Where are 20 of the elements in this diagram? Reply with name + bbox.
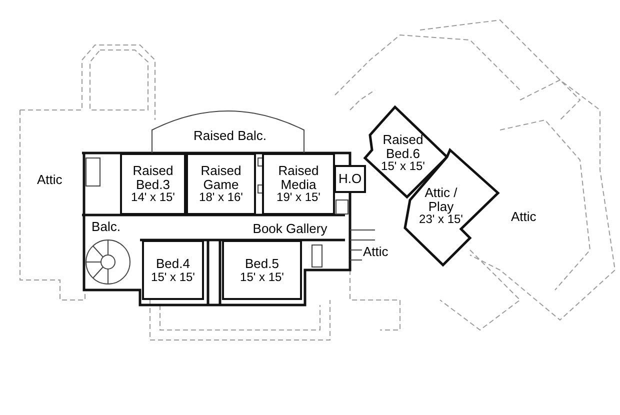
room-name: Raised Game <box>200 164 242 192</box>
room-name: Raised Bed.3 <box>132 164 174 192</box>
room-name: Book Gallery <box>252 222 328 236</box>
room <box>120 153 186 215</box>
room <box>222 240 302 300</box>
room-dimensions: 18' x 16' <box>199 191 243 204</box>
room-dimensions: 19' x 15' <box>276 191 320 204</box>
room-dimensions: 15' x 15' <box>240 270 284 284</box>
room-name: Balc. <box>92 220 120 234</box>
room <box>334 165 366 193</box>
room-name: Raised Media <box>277 164 320 192</box>
room-name: Bed.5 <box>245 256 279 271</box>
room <box>142 240 204 300</box>
room-name: Bed.4 <box>156 256 190 271</box>
room <box>262 153 335 215</box>
room-dimensions: 15' x 15' <box>151 270 195 284</box>
room-dimensions: 14' x 15' <box>131 191 175 204</box>
room-name: Raised Balc. <box>194 129 266 143</box>
room <box>186 153 256 215</box>
room-name: H.O <box>338 172 362 186</box>
